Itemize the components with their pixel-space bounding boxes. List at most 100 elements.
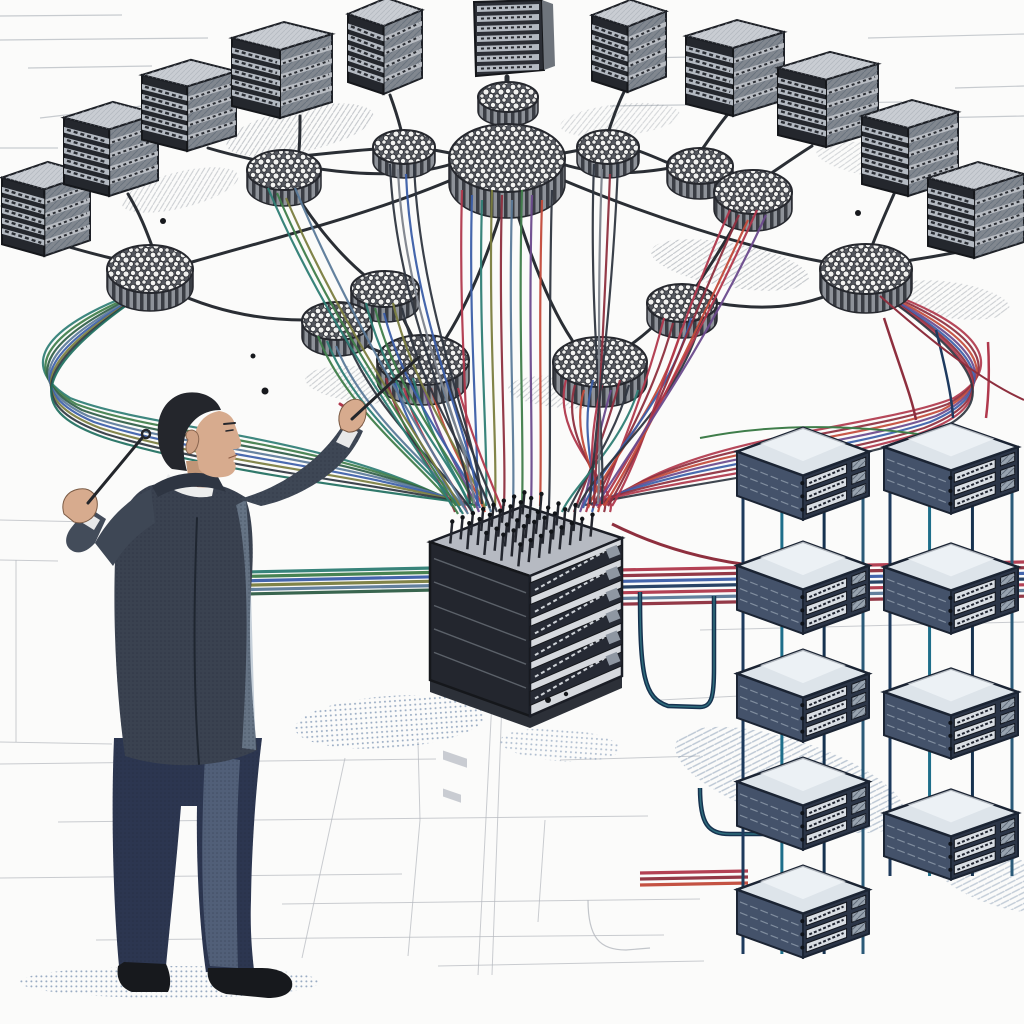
stack-top-sheen bbox=[760, 427, 846, 462]
mouth bbox=[228, 454, 238, 459]
hub-pin-cap bbox=[522, 490, 527, 495]
hub-pin-cap bbox=[545, 505, 551, 510]
hub-pin bbox=[476, 518, 481, 546]
stack-label bbox=[953, 729, 996, 754]
junction-dots bbox=[160, 210, 861, 395]
cable-left-sweep bbox=[47, 291, 468, 507]
tower-side-scribble bbox=[282, 46, 330, 65]
curtain-cable bbox=[364, 302, 472, 509]
right-hand bbox=[338, 398, 367, 433]
stack-label bbox=[805, 603, 848, 629]
tower-side-stripe bbox=[187, 94, 236, 115]
tower-front-scribble bbox=[594, 36, 625, 50]
stack-label-scribble bbox=[956, 595, 993, 612]
patch-panel-hub bbox=[426, 490, 626, 803]
hub-pin bbox=[568, 523, 574, 546]
tower-front-scribble bbox=[594, 66, 625, 81]
hub-slot-scribble bbox=[534, 636, 605, 678]
stack-unit bbox=[733, 864, 873, 960]
stack-vent-hatch bbox=[1000, 478, 1015, 492]
hub-pin-cap bbox=[532, 519, 537, 525]
baton-right bbox=[350, 355, 421, 421]
tower-front-scribble bbox=[688, 47, 731, 62]
tower-front-scribble bbox=[688, 57, 731, 73]
tower-side-scribble bbox=[46, 185, 88, 204]
hub-pin bbox=[449, 521, 454, 544]
junction-dot bbox=[160, 218, 166, 224]
cable-left-sweep bbox=[50, 296, 477, 507]
stack-screw bbox=[800, 595, 805, 600]
tower-front-scribble bbox=[4, 188, 42, 203]
curtain-cable bbox=[547, 189, 554, 507]
hub-pin bbox=[537, 535, 543, 559]
hub-slot-vent bbox=[605, 651, 621, 666]
hub-pin bbox=[510, 496, 516, 519]
curtain-cable bbox=[266, 187, 453, 507]
stack-screw bbox=[948, 608, 953, 613]
tower-side-scribble bbox=[46, 225, 88, 244]
tower-side-scribble bbox=[976, 199, 1022, 218]
tower-top-hatch bbox=[686, 20, 784, 48]
cable-right-sweep bbox=[605, 286, 983, 506]
tower-front-scribble bbox=[350, 46, 381, 61]
hub-slot-scribble bbox=[534, 572, 605, 613]
tower-side-hatch bbox=[187, 71, 236, 151]
panel-stripe bbox=[477, 34, 539, 42]
hub-slot-scribble bbox=[534, 593, 605, 635]
network-edge bbox=[432, 148, 452, 155]
hub-slot-vent bbox=[605, 609, 621, 623]
hub-pin-cap bbox=[552, 511, 558, 516]
tower-front-scribble bbox=[234, 49, 278, 64]
loop-cable-core bbox=[699, 787, 764, 835]
hub-pin bbox=[469, 513, 475, 536]
hub-pin-cap bbox=[528, 495, 534, 501]
disc-top bbox=[477, 81, 539, 127]
stack-label-scribble bbox=[808, 467, 844, 485]
connector-cable bbox=[984, 341, 991, 419]
tower-side-scribble bbox=[828, 76, 876, 94]
stack-vent-hatch bbox=[851, 800, 866, 815]
stack-label bbox=[805, 711, 848, 737]
tower-front-scribble bbox=[780, 78, 824, 94]
stack-vent-hatch bbox=[1000, 697, 1015, 712]
hub-pin-cap bbox=[494, 526, 499, 531]
curtain-cable bbox=[456, 387, 505, 513]
stack-screw bbox=[800, 608, 805, 613]
stack-vent-hatch bbox=[1000, 585, 1015, 600]
jacket-collar bbox=[152, 472, 226, 497]
band-left-cable bbox=[245, 579, 435, 587]
stack-label bbox=[805, 463, 848, 489]
tower-side-scribble bbox=[111, 152, 156, 170]
tower-top-hatch bbox=[348, 0, 422, 26]
stack-screw bbox=[800, 481, 805, 486]
tower-front-scribble bbox=[234, 70, 278, 85]
stack-label bbox=[953, 458, 996, 483]
floor-line bbox=[0, 559, 59, 562]
tower-front-scribble bbox=[234, 80, 278, 96]
stack-top-sheen bbox=[760, 541, 846, 576]
hub-pin bbox=[514, 520, 519, 543]
stack-label-scribble bbox=[808, 480, 844, 498]
hub-left-line bbox=[433, 651, 527, 689]
curtain-cable bbox=[391, 302, 487, 509]
conductor-figure bbox=[62, 355, 421, 998]
hub-pin bbox=[558, 527, 563, 550]
hub-pin bbox=[578, 518, 584, 541]
stack-label-scribble bbox=[956, 841, 993, 858]
stack-top-sheen bbox=[760, 757, 846, 792]
stack-label-scribble bbox=[956, 582, 993, 599]
disc-right-outer bbox=[819, 243, 913, 314]
eye bbox=[225, 429, 234, 432]
stack-unit bbox=[880, 667, 1022, 761]
tower-l5 bbox=[345, 0, 425, 96]
stack-label-scribble bbox=[956, 733, 993, 750]
stack-vent-hatch bbox=[1000, 831, 1015, 846]
stack-vent-hatch bbox=[851, 597, 866, 612]
tower-side-scribble bbox=[189, 95, 234, 113]
curtain-cable bbox=[576, 322, 702, 509]
stack-column-2 bbox=[880, 422, 1022, 882]
disc-top bbox=[477, 81, 539, 113]
curtain-cable bbox=[334, 345, 469, 515]
stack-screw bbox=[800, 945, 805, 950]
